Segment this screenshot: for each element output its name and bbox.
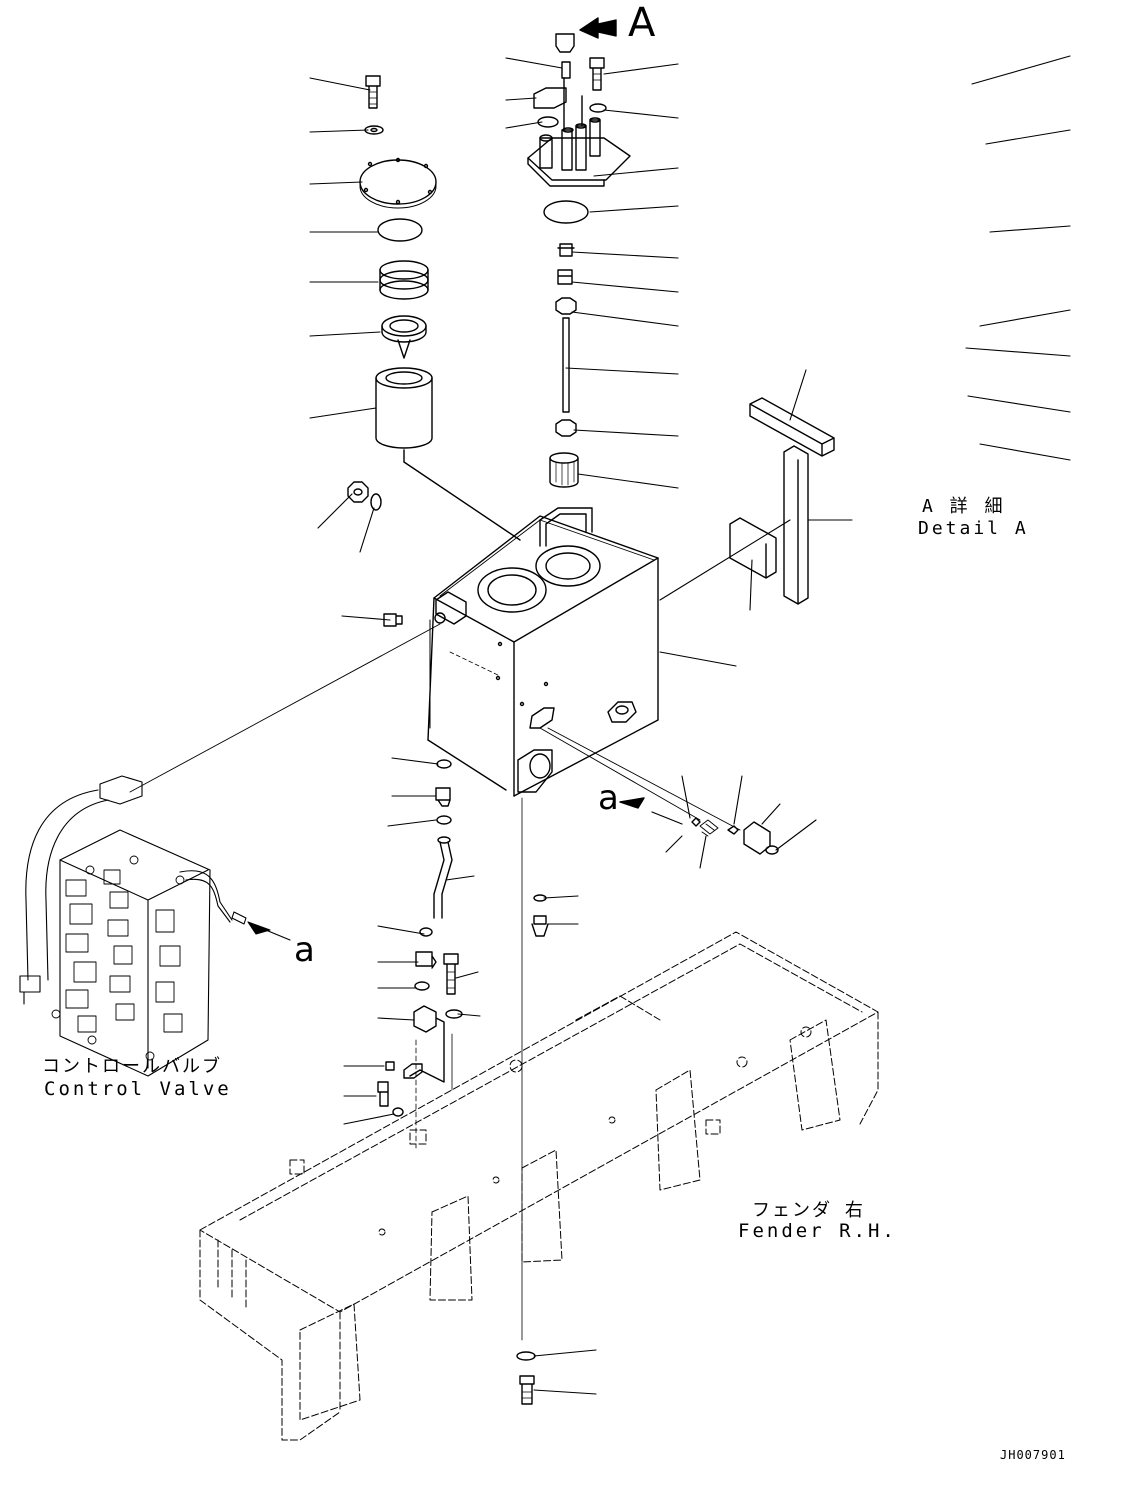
strainer [549,452,579,488]
fender-label-en: Fender R.H. [738,1220,897,1242]
hydraulic-tank [427,507,659,797]
control-valve-label-en: Control Valve [44,1078,232,1100]
tank-breather-port [535,545,601,587]
valve-bracket [409,1005,445,1083]
cover-o-ring [377,218,423,242]
left-fittings [347,481,463,1149]
breather-assembly [527,17,631,488]
view-arrow-letter-a-left: a [294,930,315,970]
filter-element [375,367,433,449]
control-valve [19,623,441,1077]
rod-nut-top [555,297,577,315]
drain-hose [433,841,453,919]
filter-spring [379,260,429,300]
cap-gasket [543,200,589,224]
leader-lines [309,55,1071,1395]
tank-sight-boss [607,701,637,723]
tank-handle [539,507,593,547]
detail-a-title-jp: A 詳 細 [922,496,1006,517]
cap-bracket [533,87,567,109]
view-letter-a-uppercase: A [628,0,656,46]
fender [199,931,879,1441]
seal-strips [729,397,835,605]
control-valve-label-jp: コントロールバルブ [42,1056,222,1077]
filter-cover-bolt [365,75,381,109]
level-rod [562,317,570,413]
detail-a-title-en: Detail A [918,518,1029,539]
view-arrow-letter-a-right: a [598,778,619,818]
breather-cap [555,33,575,53]
bypass-valve [381,315,427,359]
view-arrow-A [579,17,617,39]
center-fittings [516,797,549,1405]
rod-nut-bottom [555,419,577,437]
tank-filter-port [477,567,547,613]
control-valve-hose [25,789,109,981]
tank-drain-boss [517,749,553,793]
filter-assembly [359,75,521,541]
bolt-washer [364,125,384,135]
drawing-id: JH007901 [1000,1448,1066,1462]
right-fittings [539,727,779,855]
fender-label-jp: フェンダ 右 [752,1200,865,1221]
